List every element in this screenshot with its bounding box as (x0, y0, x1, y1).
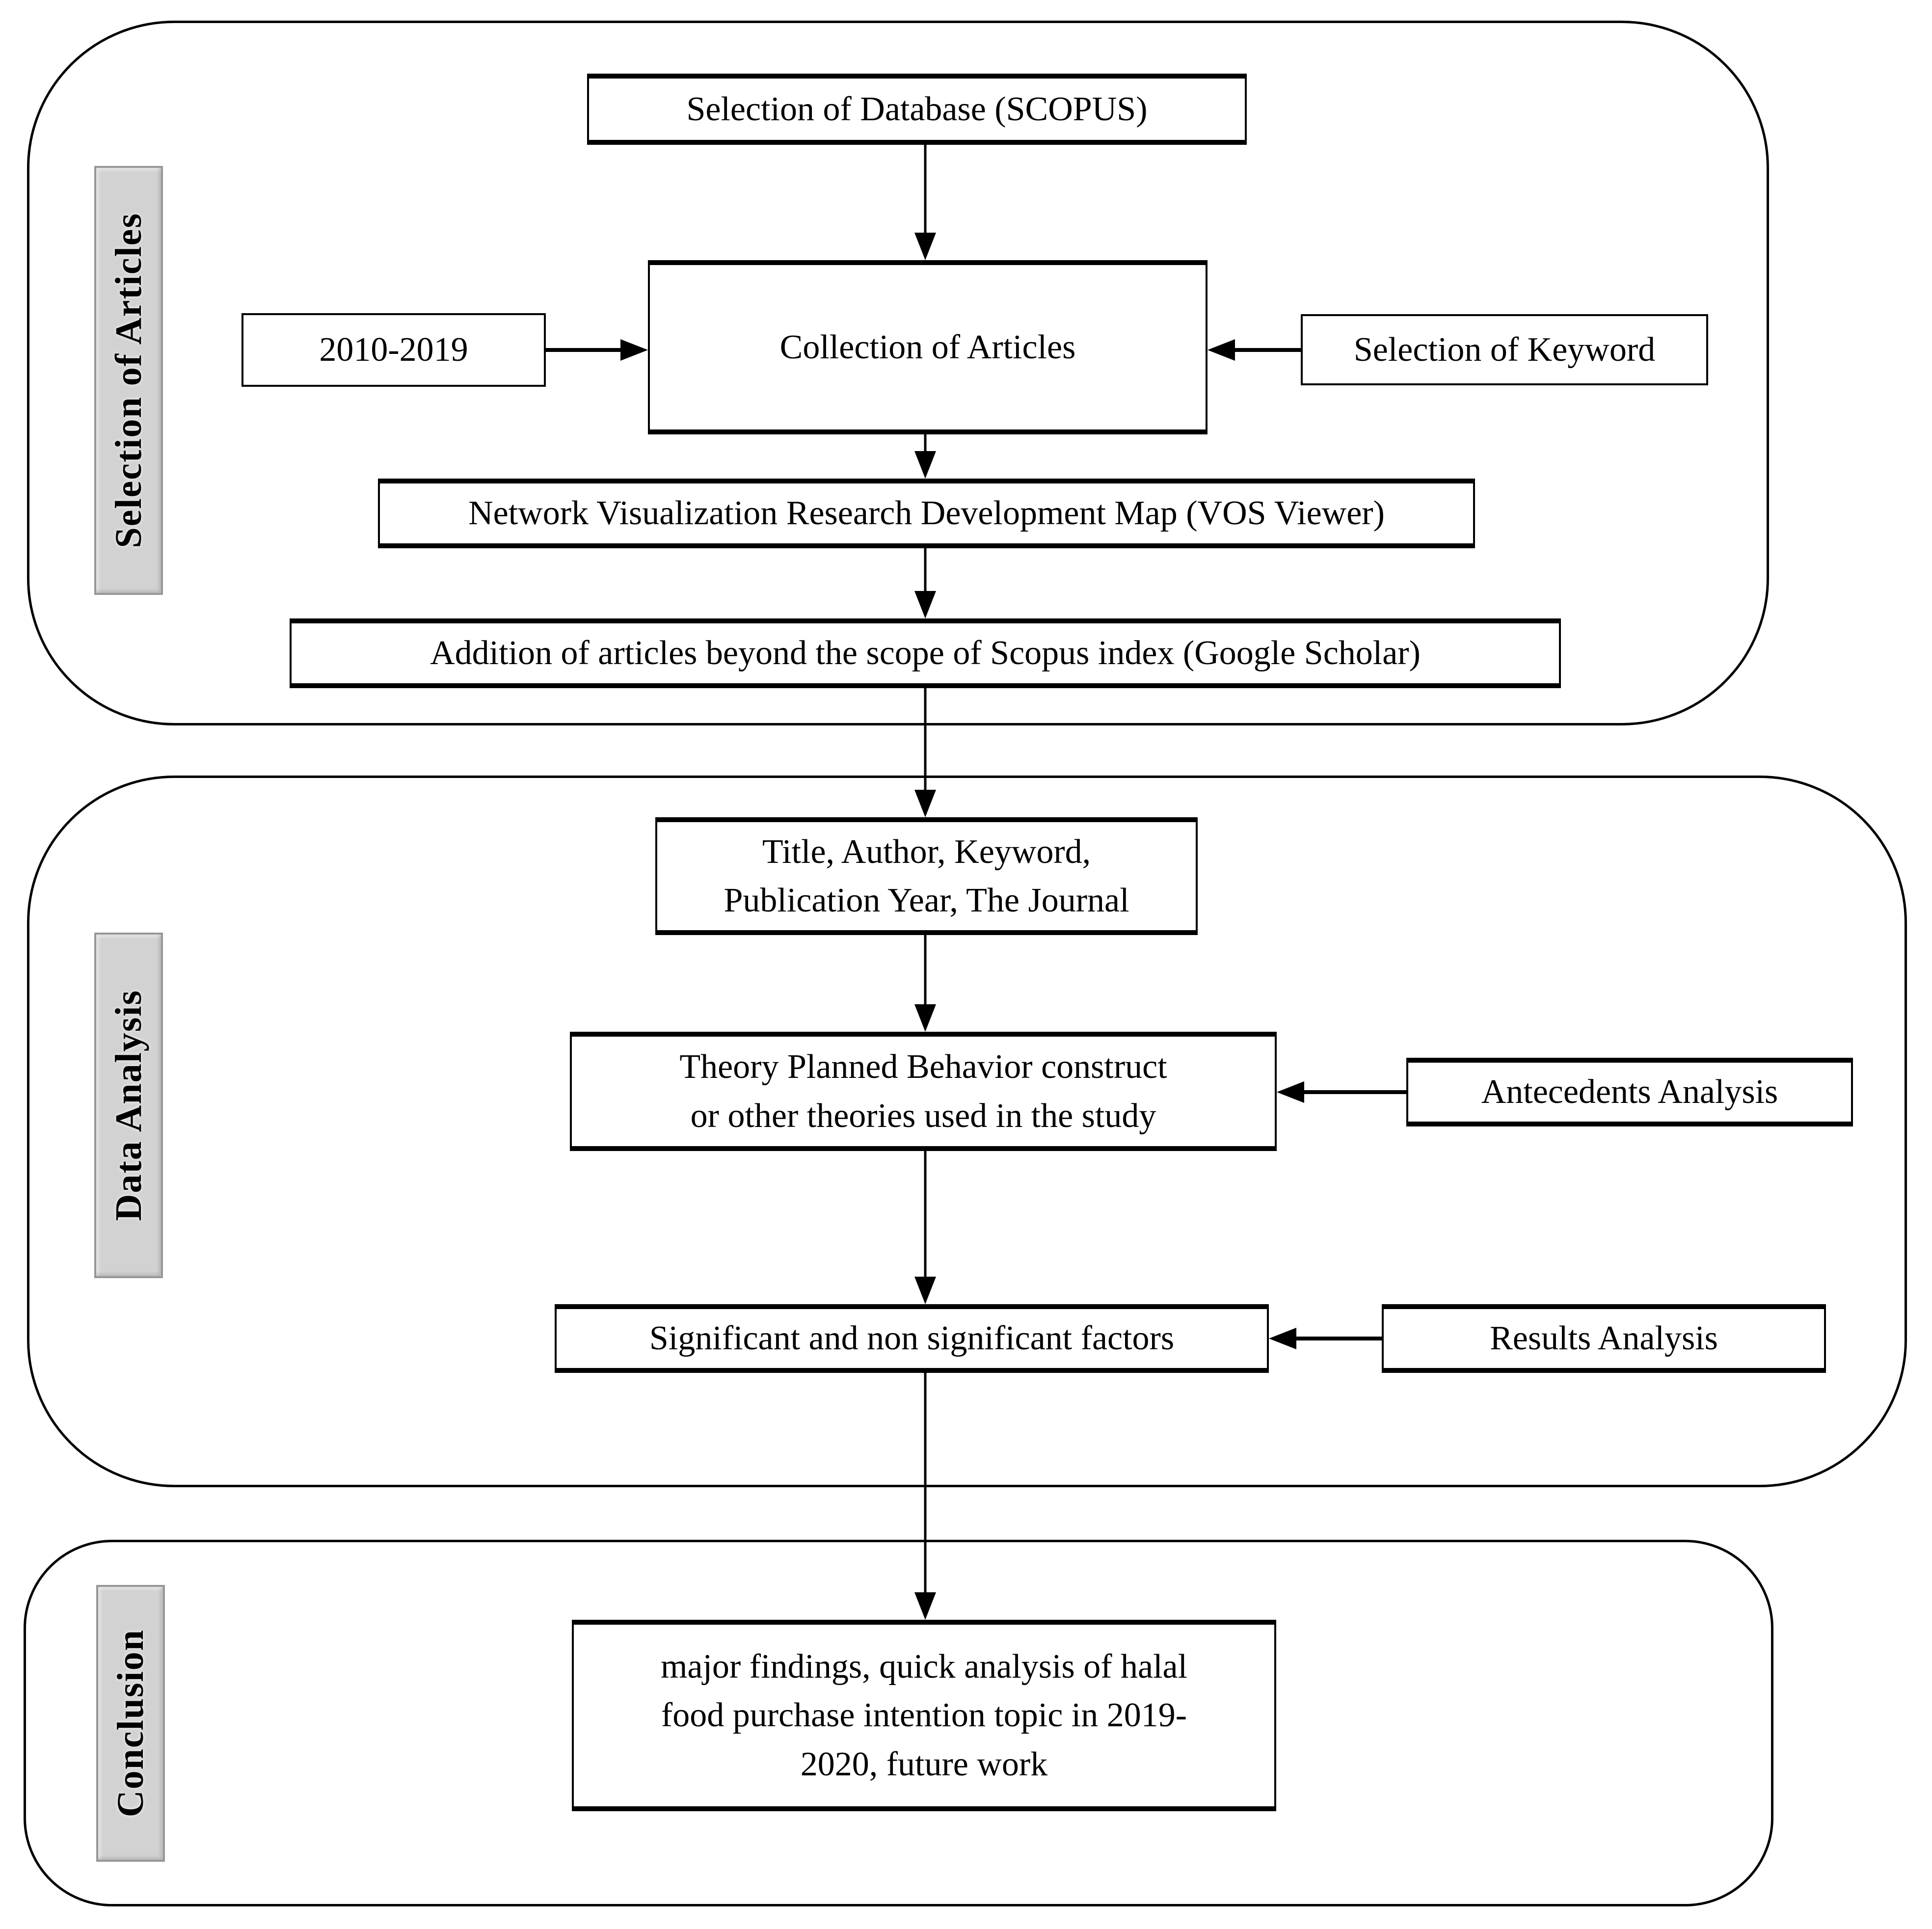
box-collection-of-articles: Collection of Articles (648, 260, 1208, 434)
box-selection-of-keyword: Selection of Keyword (1301, 314, 1708, 385)
box-text-line: Publication Year, The Journal (724, 882, 1129, 919)
arrow-year-range-to-collection (546, 339, 648, 361)
box-selection-of-database: Selection of Database (SCOPUS) (587, 74, 1247, 145)
arrow-vos-map-to-scholar-addition (914, 548, 936, 618)
box-text: Collection of Articles (779, 328, 1076, 366)
box-significant-factors: Significant and non significant factors (555, 1304, 1269, 1373)
box-text: 2010-2019 (319, 331, 468, 369)
arrow-significant-factors-to-conclusion (914, 1373, 936, 1620)
arrow-database-to-collection (914, 145, 936, 260)
section-panel-selection-of-articles (27, 21, 1769, 725)
section-label-text: Conclusion (109, 1629, 151, 1818)
box-text: Network Visualization Research Developme… (468, 494, 1385, 533)
arrow-metadata-to-theory (914, 935, 936, 1032)
arrow-collection-to-vos-map (914, 434, 936, 479)
box-text-line: or other theories used in the study (690, 1097, 1156, 1135)
box-vos-viewer-map: Network Visualization Research Developme… (378, 479, 1475, 548)
box-text: Addition of articles beyond the scope of… (430, 634, 1421, 672)
box-text-line: 2020, future work (800, 1745, 1048, 1783)
arrow-results-to-significant-factors (1269, 1328, 1382, 1349)
section-label-text: Data Analysis (107, 990, 149, 1221)
box-antecedents-analysis: Antecedents Analysis (1406, 1058, 1853, 1126)
box-year-range: 2010-2019 (242, 313, 546, 387)
box-text-line: food purchase intention topic in 2019- (661, 1696, 1187, 1735)
box-text: Antecedents Analysis (1481, 1073, 1778, 1111)
section-label-conclusion: Conclusion (96, 1585, 165, 1862)
section-label-selection-of-articles: Selection of Articles (94, 166, 163, 595)
arrow-keyword-to-collection (1208, 339, 1301, 361)
box-text-line: Theory Planned Behavior construct (679, 1048, 1167, 1086)
box-conclusion-summary: major findings, quick analysis of halal … (572, 1620, 1276, 1811)
box-text: Selection of Keyword (1353, 330, 1656, 369)
section-panel-data-analysis (27, 776, 1907, 1487)
arrow-theory-to-significant-factors (914, 1151, 936, 1304)
box-results-analysis: Results Analysis (1382, 1304, 1826, 1373)
box-text: Selection of Database (SCOPUS) (686, 90, 1148, 128)
box-text: Results Analysis (1490, 1319, 1718, 1358)
box-text: Significant and non significant factors (649, 1319, 1175, 1358)
box-text-line: major findings, quick analysis of halal (660, 1647, 1188, 1686)
box-google-scholar-addition: Addition of articles beyond the scope of… (290, 618, 1561, 688)
box-article-metadata: Title, Author, Keyword, Publication Year… (655, 817, 1198, 935)
box-theory-planned-behavior: Theory Planned Behavior construct or oth… (570, 1032, 1277, 1151)
box-text-line: Title, Author, Keyword, (762, 832, 1091, 871)
arrow-antecedents-to-theory (1277, 1081, 1406, 1103)
section-label-text: Selection of Articles (107, 213, 149, 548)
section-panel-conclusion (24, 1540, 1773, 1906)
section-label-data-analysis: Data Analysis (94, 933, 163, 1278)
arrow-scholar-addition-to-metadata (914, 688, 936, 817)
